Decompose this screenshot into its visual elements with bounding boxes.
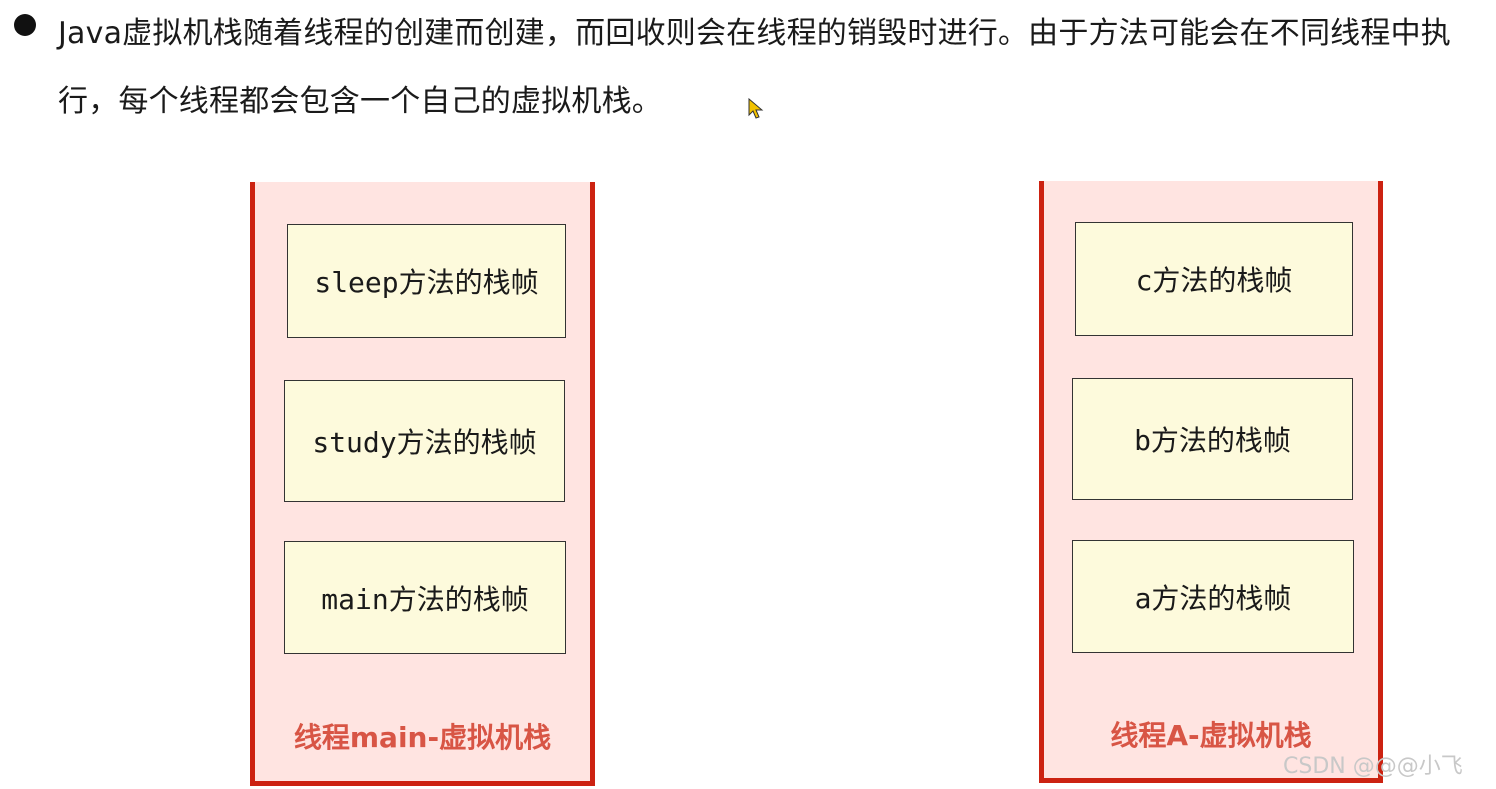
stack-frame-label: b方法的栈帧 (1134, 424, 1291, 457)
description-text: Java虚拟机栈随着线程的创建而创建，而回收则会在线程的销毁时进行。由于方法可能… (58, 16, 1451, 119)
stack-frame-label: study方法的栈帧 (312, 426, 537, 459)
stack-frame-study: study方法的栈帧 (284, 380, 565, 502)
stack-frame-label: a方法的栈帧 (1134, 581, 1292, 615)
watermark: CSDN @@@小飞 (1283, 754, 1463, 779)
stack-main: sleep方法的栈帧 study方法的栈帧 main方法的栈帧 线程main-虚… (250, 182, 595, 786)
stack-frame-c: c方法的栈帧 (1075, 222, 1353, 336)
bullet-dot (14, 14, 36, 36)
stack-frame-sleep: sleep方法的栈帧 (287, 224, 566, 338)
stack-frame-a: a方法的栈帧 (1072, 540, 1354, 653)
stack-frame-label: sleep方法的栈帧 (314, 266, 539, 299)
stack-frame-label: main方法的栈帧 (321, 582, 529, 616)
stack-thread-a: c方法的栈帧 b方法的栈帧 a方法的栈帧 线程A-虚拟机栈 (1039, 181, 1383, 783)
stack-frame-label: c方法的栈帧 (1135, 264, 1293, 297)
stack-label: 线程A-虚拟机栈 (1110, 719, 1312, 752)
stack-frame-main: main方法的栈帧 (284, 541, 566, 654)
stack-label: 线程main-虚拟机栈 (293, 721, 552, 754)
stack-frame-b: b方法的栈帧 (1072, 378, 1353, 500)
mouse-cursor-icon (748, 98, 764, 119)
